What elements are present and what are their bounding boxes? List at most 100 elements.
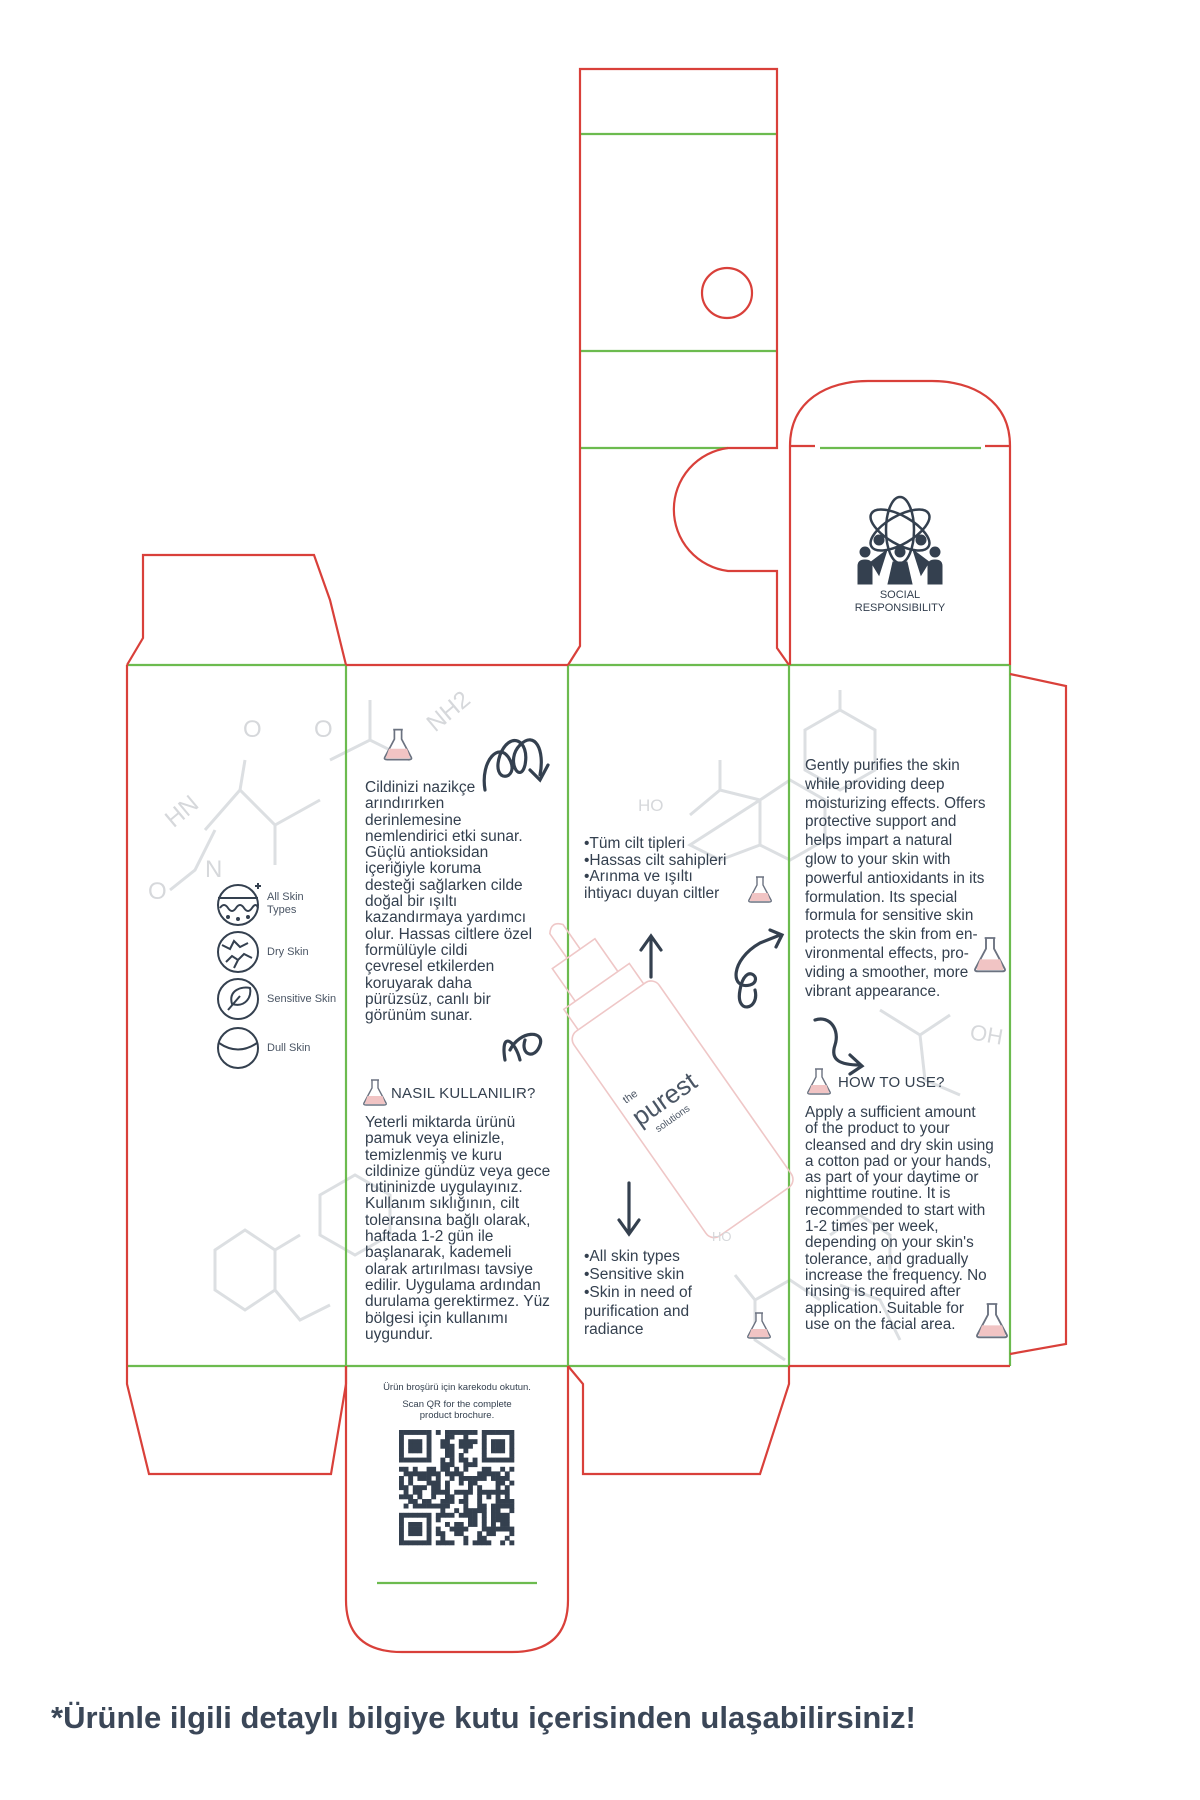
target-skin-tr: •Tüm cilt tipleri •Hassas cilt sahipleri… <box>584 835 727 902</box>
qr-module <box>504 1517 510 1523</box>
qr-module <box>463 1535 469 1541</box>
qr-module <box>468 1522 473 1527</box>
qr-module <box>399 1522 404 1527</box>
qr-module <box>426 1453 432 1458</box>
qr-module <box>426 1430 432 1435</box>
leaf-icon <box>217 978 259 1020</box>
qr-module <box>399 1480 404 1486</box>
qr-module <box>408 1448 414 1454</box>
qr-module <box>399 1443 404 1449</box>
qr-module <box>440 1531 446 1537</box>
qr-module <box>408 1471 414 1477</box>
qr-module <box>500 1517 506 1523</box>
qr-module <box>412 1471 418 1477</box>
qr-module <box>426 1476 432 1481</box>
qr-module <box>445 1466 450 1472</box>
qr-module <box>463 1448 469 1454</box>
qr-module <box>509 1499 515 1504</box>
qr-module <box>412 1457 418 1463</box>
qr-module <box>495 1439 501 1445</box>
qr-module <box>458 1526 464 1532</box>
qr-module <box>491 1522 496 1527</box>
qr-module <box>445 1434 450 1440</box>
qr-module <box>468 1508 473 1514</box>
qr-module <box>477 1535 483 1541</box>
qr-module <box>449 1499 455 1504</box>
qr-module <box>399 1434 404 1440</box>
qr-module <box>422 1457 427 1463</box>
qr-module <box>426 1503 432 1509</box>
qr-module <box>431 1466 437 1472</box>
qr-module <box>491 1489 496 1495</box>
arrow-head-icon <box>528 763 550 783</box>
qr-module <box>435 1531 441 1537</box>
qr-module <box>408 1540 414 1546</box>
qr-module <box>445 1462 450 1468</box>
arrow-up-icon <box>639 933 663 979</box>
qr-module <box>495 1508 501 1514</box>
qr-module <box>491 1476 496 1481</box>
qr-module <box>477 1503 483 1509</box>
qr-module <box>445 1480 450 1486</box>
qr-module <box>458 1457 464 1463</box>
qr-module <box>440 1457 446 1463</box>
qr-module <box>445 1489 450 1495</box>
qr-module <box>412 1512 418 1518</box>
qr-module <box>504 1471 510 1477</box>
chem-label: O <box>243 716 262 743</box>
qr-module <box>408 1531 414 1537</box>
qr-module <box>435 1503 441 1509</box>
qr-module <box>399 1453 404 1458</box>
qr-module <box>449 1471 455 1477</box>
qr-module <box>399 1535 404 1541</box>
qr-module <box>481 1540 487 1546</box>
qr-module <box>509 1430 515 1435</box>
qr-module <box>417 1494 423 1500</box>
qr-module <box>458 1430 464 1435</box>
qr-module <box>486 1457 492 1463</box>
qr-module <box>500 1499 506 1504</box>
qr-module <box>412 1489 418 1495</box>
qr-module <box>463 1466 469 1472</box>
qr-module <box>463 1512 469 1518</box>
qr-module <box>417 1457 423 1463</box>
qr-module <box>412 1443 418 1449</box>
social-responsibility-label: SOCIAL RESPONSIBILITY <box>854 589 946 614</box>
qr-module <box>422 1540 427 1546</box>
qr-module <box>481 1489 487 1495</box>
qr-module <box>477 1531 483 1537</box>
qr-module <box>454 1489 460 1495</box>
qr-module <box>422 1503 427 1509</box>
qr-module <box>417 1489 423 1495</box>
dull-circle-icon <box>217 1027 259 1069</box>
qr-module <box>468 1439 473 1445</box>
qr-module <box>477 1540 483 1546</box>
qr-module <box>472 1517 478 1523</box>
qr-module <box>403 1457 409 1463</box>
tr-usage-text: Yeterli miktarda ürünü pamuk veya eliniz… <box>365 1114 551 1343</box>
social-responsibility-icon <box>857 495 943 585</box>
qr-module <box>408 1476 414 1481</box>
qr-module <box>422 1499 427 1504</box>
chem-label: HO <box>712 1229 732 1244</box>
qr-module <box>495 1430 501 1435</box>
skin-type-icons <box>217 883 261 1069</box>
qr-module <box>491 1448 496 1454</box>
qr-module <box>399 1430 404 1435</box>
qr-module <box>408 1512 414 1518</box>
qr-module <box>435 1480 441 1486</box>
qr-module <box>422 1430 427 1435</box>
qr-module <box>440 1503 446 1509</box>
qr-module <box>495 1457 501 1463</box>
qr-module <box>504 1489 510 1495</box>
qr-module <box>417 1512 423 1518</box>
qr-module <box>486 1531 492 1537</box>
qr-module <box>495 1471 501 1477</box>
qr-module <box>458 1476 464 1481</box>
qr-module <box>417 1448 423 1454</box>
qr-module <box>445 1494 450 1500</box>
qr-module <box>504 1457 510 1463</box>
qr-module <box>449 1453 455 1458</box>
qr-module <box>472 1480 478 1486</box>
qr-module <box>472 1508 478 1514</box>
